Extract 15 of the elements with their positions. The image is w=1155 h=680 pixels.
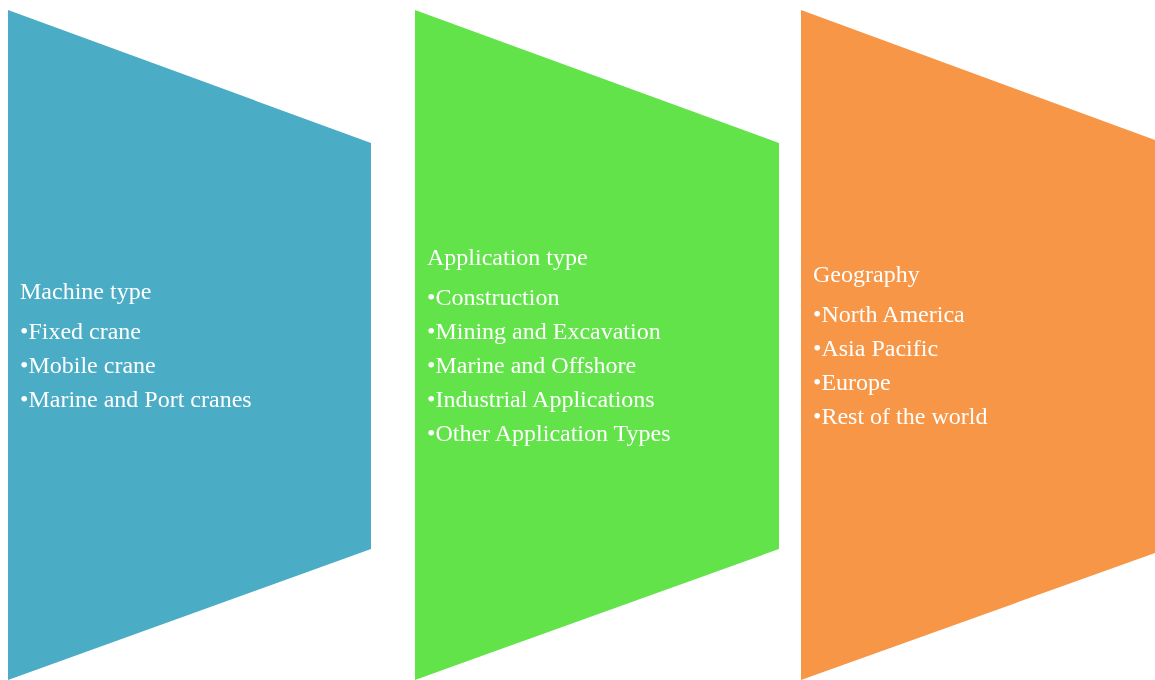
bullet-item: •Mobile crane: [20, 351, 156, 380]
bullet-item: •Industrial Applications: [427, 385, 655, 414]
bullet-item: •Other Application Types: [427, 419, 671, 448]
bullet-item: •Construction: [427, 283, 560, 312]
bullet-item: •Rest of the world: [813, 402, 988, 431]
category-heading: Application type: [427, 243, 588, 272]
bullet-item: •Fixed crane: [20, 317, 142, 346]
bullet-item: •North America: [813, 300, 965, 329]
category-heading: Geography: [813, 260, 920, 289]
bullet-item: •Asia Pacific: [813, 334, 939, 363]
bullet-item: •Europe: [813, 368, 891, 397]
bullet-item: •Marine and Offshore: [427, 351, 637, 380]
bullet-item: •Mining and Excavation: [427, 317, 661, 346]
category-heading: Machine type: [20, 277, 152, 306]
bullet-item: •Marine and Port cranes: [20, 385, 252, 414]
